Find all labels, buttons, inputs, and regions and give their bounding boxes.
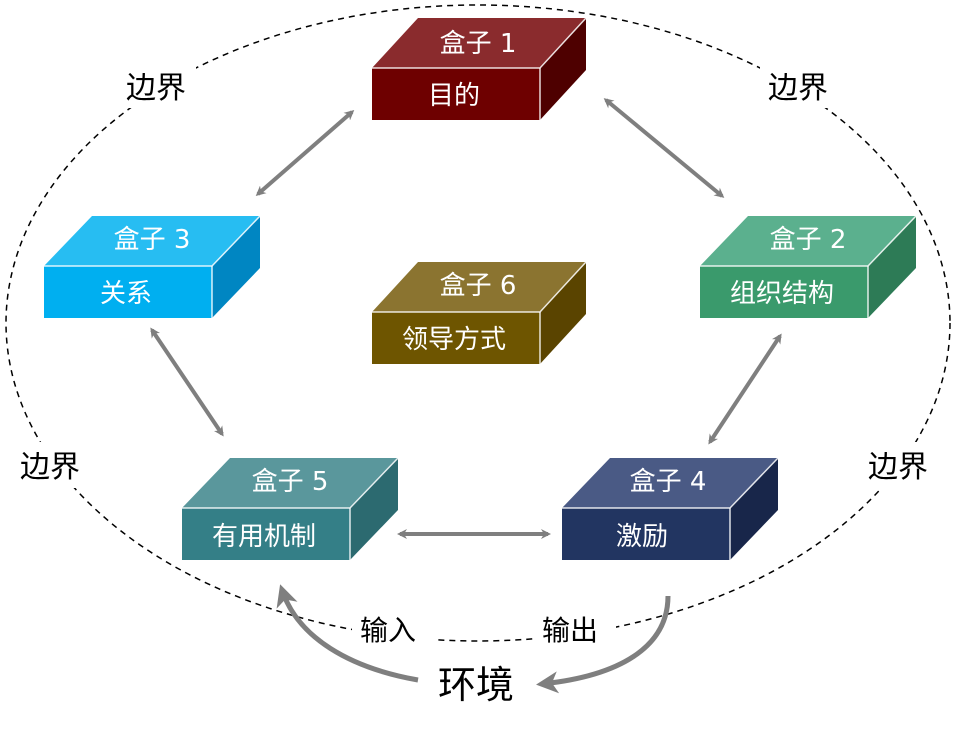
box-title: 盒子 2	[770, 225, 847, 255]
box-4: 盒子 4 激励	[562, 457, 779, 560]
boundary-label-bottom-left: 边界	[12, 442, 90, 488]
arrow-box1-box3	[255, 110, 355, 196]
svg-text:输出: 输出	[542, 614, 598, 647]
box-front-face	[44, 266, 212, 318]
box-side-face	[350, 458, 398, 560]
box-front-face	[562, 508, 730, 560]
box-front-face	[700, 266, 868, 318]
input-arrow	[276, 584, 419, 683]
box-top-face	[700, 216, 916, 266]
box-front-face	[182, 508, 350, 560]
svg-text:边界: 边界	[868, 450, 928, 485]
arrow-box2-box4	[708, 333, 782, 445]
box-side-face	[868, 216, 916, 318]
box-name: 领导方式	[402, 325, 506, 355]
svg-text:边界: 边界	[768, 71, 828, 106]
box-top-face	[182, 458, 398, 508]
boundary-label-top-right: 边界	[760, 62, 838, 108]
box-6: 盒子 6 领导方式	[372, 261, 587, 364]
input-label: 输入	[352, 604, 434, 648]
box-name: 目的	[428, 81, 480, 111]
box-name: 组织结构	[730, 279, 834, 309]
arrow-box1-box2	[603, 98, 725, 198]
box-3: 盒子 3 关系	[44, 215, 261, 318]
box-title: 盒子 4	[630, 467, 707, 497]
environment-label: 环境	[438, 663, 514, 707]
box-title: 盒子 6	[440, 271, 517, 301]
box-title: 盒子 3	[114, 225, 191, 255]
output-arrow	[536, 595, 671, 694]
svg-text:边界: 边界	[20, 450, 80, 485]
box-top-face	[372, 18, 586, 68]
box-2: 盒子 2 组织结构	[700, 215, 917, 318]
box-top-face	[44, 216, 260, 266]
boundary-label-bottom-right: 边界	[860, 442, 940, 488]
box-name: 有用机制	[212, 522, 316, 552]
box-side-face	[212, 216, 260, 318]
boundary-ellipse	[5, 4, 951, 642]
svg-text:输入: 输入	[360, 614, 416, 647]
box-front-face	[372, 68, 540, 120]
box-name: 激励	[616, 522, 668, 552]
box-side-face	[540, 18, 586, 120]
box-front-face	[372, 312, 540, 364]
box-side-face	[730, 458, 778, 560]
box-top-face	[562, 458, 778, 508]
output-label: 输出	[534, 604, 616, 648]
svg-text:边界: 边界	[126, 71, 186, 106]
box-title: 盒子 1	[440, 29, 517, 59]
box-side-face	[540, 262, 586, 364]
box-5: 盒子 5 有用机制	[182, 457, 399, 560]
box-1: 盒子 1 目的	[372, 17, 587, 120]
box-top-face	[372, 262, 586, 312]
arrow-box3-box5	[150, 327, 224, 437]
box-title: 盒子 5	[252, 467, 329, 497]
boundary-label-top-left: 边界	[118, 62, 196, 108]
box-name: 关系	[100, 279, 152, 309]
